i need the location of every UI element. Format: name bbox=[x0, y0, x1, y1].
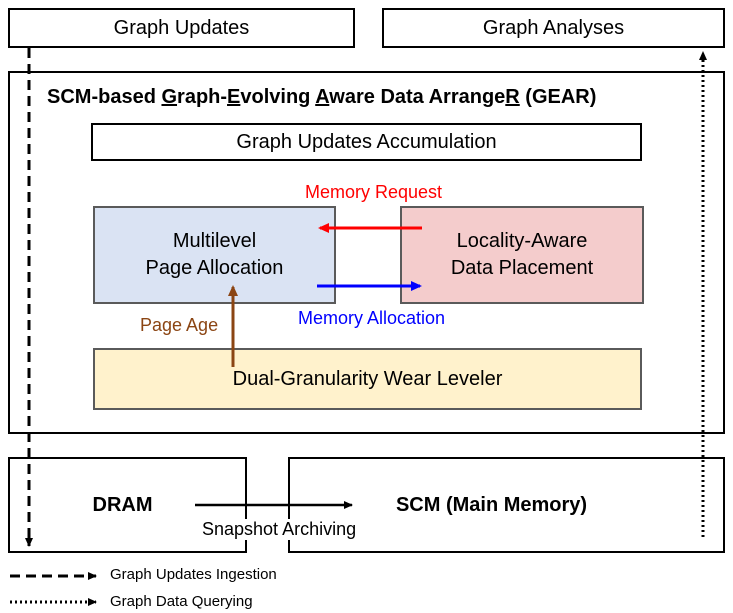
page-age-label: Page Age bbox=[140, 315, 219, 335]
graph-updates-box: Graph Updates bbox=[8, 8, 355, 48]
gear-title-segment: E bbox=[227, 86, 241, 108]
graph-updates-label: Graph Updates bbox=[113, 16, 250, 39]
memory-request-label: Memory Request bbox=[305, 182, 443, 202]
snapshot-archiving-label: Snapshot Archiving bbox=[200, 519, 359, 540]
gear-title-segment: G bbox=[161, 86, 178, 108]
gear-title-segment: A bbox=[315, 86, 330, 108]
gear-title-segment: SCM-based bbox=[47, 86, 162, 108]
gear-title: SCM-based Graph-Evolving Aware Data Arra… bbox=[47, 86, 596, 109]
wear-leveler-box: Dual-Granularity Wear Leveler bbox=[93, 348, 642, 410]
multilevel-line1: Multilevel bbox=[172, 230, 257, 252]
scm-label: SCM (Main Memory) bbox=[395, 493, 588, 516]
graph-analyses-label: Graph Analyses bbox=[482, 16, 625, 39]
gear-title-segment: (GEAR) bbox=[519, 86, 597, 108]
locality-line1: Locality-Aware bbox=[456, 230, 588, 252]
memory-allocation-label: Memory Allocation bbox=[298, 308, 446, 328]
wear-leveler-label: Dual-Granularity Wear Leveler bbox=[232, 367, 503, 390]
dram-label: DRAM bbox=[92, 493, 153, 516]
gear-title-segment: R bbox=[505, 86, 520, 108]
multilevel-page-allocation-box: Multilevel Page Allocation bbox=[93, 206, 336, 304]
gear-title-segment: ware Data Arrange bbox=[329, 86, 506, 108]
accumulation-box: Graph Updates Accumulation bbox=[91, 123, 642, 161]
locality-aware-placement-box: Locality-Aware Data Placement bbox=[400, 206, 644, 304]
graph-analyses-box: Graph Analyses bbox=[382, 8, 725, 48]
gear-title-segment: raph- bbox=[177, 86, 228, 108]
scm-box: SCM (Main Memory) bbox=[288, 457, 725, 553]
legend-ingestion-label: Graph Updates Ingestion bbox=[110, 566, 277, 583]
legend-querying-label: Graph Data Querying bbox=[110, 593, 253, 610]
multilevel-line2: Page Allocation bbox=[145, 257, 284, 279]
accumulation-label: Graph Updates Accumulation bbox=[236, 130, 497, 153]
locality-line2: Data Placement bbox=[450, 257, 594, 279]
gear-title-segment: volving bbox=[240, 86, 316, 108]
